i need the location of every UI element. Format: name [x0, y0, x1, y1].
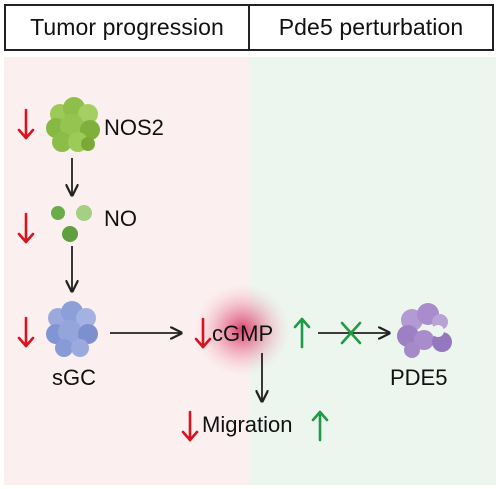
tumor-progression-panel: [4, 57, 250, 485]
sgc-label: sGC: [52, 365, 96, 390]
no-label: NO: [104, 206, 137, 231]
pde5-perturbation-title: Pde5 perturbation: [278, 14, 464, 40]
nitric-oxide-molecules-icon: [51, 205, 92, 242]
down-arrow-icon: [17, 316, 35, 348]
down-arrow-icon: [194, 317, 212, 349]
header-bar: Tumor progression Pde5 perturbation: [4, 4, 494, 51]
inhibition-x-icon: [340, 321, 362, 345]
cgmp-label: cGMP: [212, 321, 273, 346]
up-arrow-icon: [311, 410, 329, 442]
protein-sgc-icon: [46, 301, 98, 357]
down-arrow-icon: [17, 212, 35, 244]
pde5-label: PDE5: [390, 365, 447, 390]
pde5-perturbation-panel: [250, 57, 496, 485]
down-arrow-icon: [17, 108, 35, 140]
up-arrow-icon: [293, 317, 311, 349]
protein-pde5-icon: [397, 303, 452, 358]
cgmp-glow: [194, 284, 290, 376]
down-arrow-icon: [181, 410, 199, 442]
migration-label: Migration: [202, 412, 292, 437]
nos2-label: NOS2: [104, 115, 164, 140]
tumor-progression-title: Tumor progression: [6, 6, 250, 49]
protein-nos2-icon: [46, 97, 100, 152]
